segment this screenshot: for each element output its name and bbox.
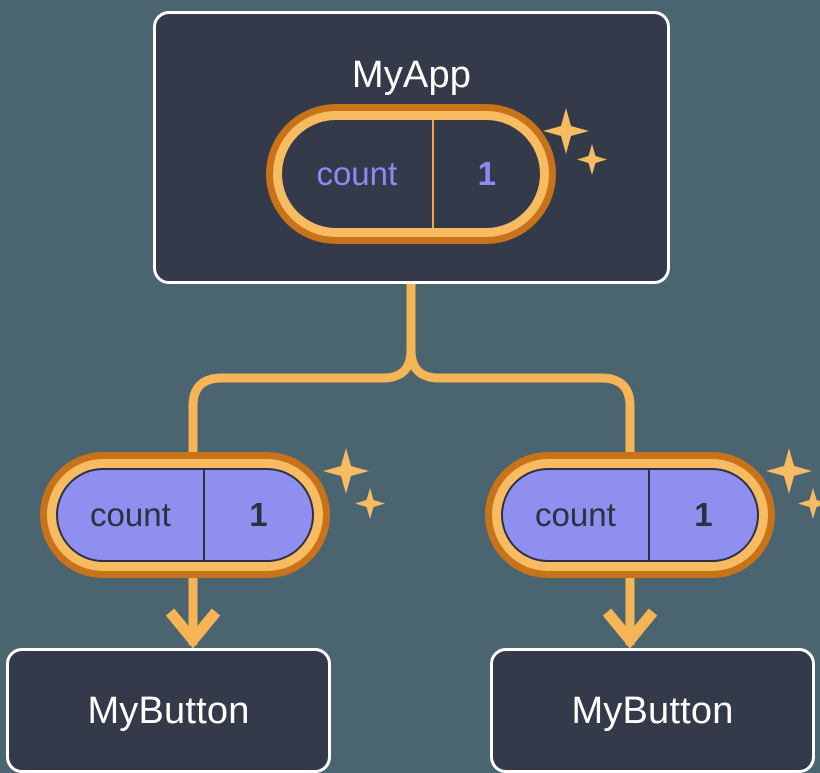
mybutton-title-right: MyButton: [571, 689, 734, 732]
state-value-label: 1: [431, 120, 540, 228]
pill-inner-ring: count 1: [492, 459, 768, 571]
connector-branch-left: [188, 349, 416, 452]
arrow-down-icon-right: [602, 578, 658, 649]
pill-outer-ring: count 1: [40, 452, 330, 578]
arrow-down-icon-left: [165, 578, 221, 649]
mybutton-component-box-right[interactable]: MyButton: [490, 648, 815, 773]
state-pill-child-left[interactable]: count 1: [40, 452, 330, 578]
pill-inner-ring: count 1: [273, 111, 549, 237]
connector-branch-right: [406, 349, 635, 452]
pill-outer-ring: count 1: [485, 452, 775, 578]
myapp-title: MyApp: [351, 54, 472, 96]
state-key-label: count: [535, 496, 616, 533]
state-key-label: count: [90, 496, 171, 533]
state-key-label: count: [316, 155, 398, 192]
mybutton-title-left: MyButton: [87, 689, 250, 732]
pill-face: count 1: [282, 120, 540, 228]
pill-face: count 1: [501, 468, 759, 562]
pill-inner-ring: count 1: [47, 459, 323, 571]
mybutton-component-box-left[interactable]: MyButton: [6, 648, 331, 773]
state-pill-myapp[interactable]: count 1: [266, 104, 556, 244]
pill-face: count 1: [56, 468, 314, 562]
state-value-label: 1: [647, 470, 757, 560]
state-value-label: 1: [202, 470, 312, 560]
sparkle-icon-child-left: [323, 448, 385, 519]
pill-outer-ring: count 1: [266, 104, 556, 244]
state-pill-child-right[interactable]: count 1: [485, 452, 775, 578]
